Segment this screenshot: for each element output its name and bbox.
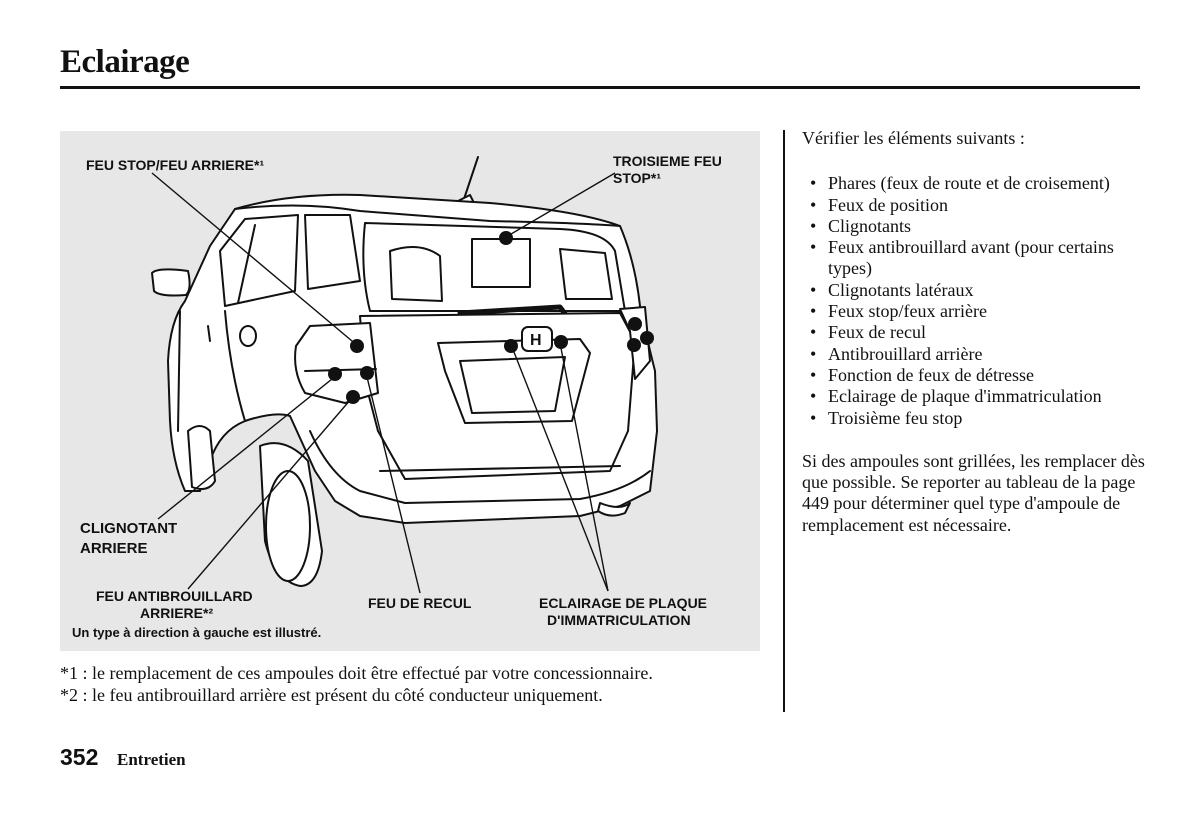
checklist-column: Vérifier les éléments suivants : Phares … bbox=[802, 128, 1152, 536]
leader-plaque-a bbox=[511, 346, 609, 592]
list-item: Feux antibrouillard avant (pour certains… bbox=[810, 237, 1152, 280]
callout-troisieme-feu-l1: TROISIEME FEU bbox=[613, 153, 722, 169]
footnote-2: *2 : le feu antibrouillard arrière est p… bbox=[60, 685, 603, 705]
leader-troisieme-feu bbox=[505, 172, 616, 238]
list-item: Clignotants latéraux bbox=[810, 280, 1152, 302]
marker-plaque-gauche bbox=[504, 339, 518, 353]
footnote-1: *1 : le remplacement de ces ampoules doi… bbox=[60, 663, 653, 683]
page-number: 352 bbox=[60, 744, 99, 770]
leader-clignotant bbox=[157, 378, 333, 520]
page-title: Eclairage bbox=[60, 44, 190, 80]
checklist-intro: Vérifier les éléments suivants : bbox=[802, 128, 1025, 148]
callout-recul: FEU DE RECUL bbox=[368, 595, 472, 611]
figure-caption: Un type à direction à gauche est illustr… bbox=[72, 625, 322, 640]
marker-feu-droit-haut bbox=[628, 317, 642, 331]
callout-clignotant-l2: ARRIERE bbox=[80, 540, 148, 557]
marker-feu-stop bbox=[350, 339, 364, 353]
marker-antibrouillard bbox=[346, 390, 360, 404]
list-item: Phares (feux de route et de croisement) bbox=[810, 173, 1152, 195]
marker-recul bbox=[360, 366, 374, 380]
leader-lines bbox=[151, 172, 616, 594]
list-item: Feux de position bbox=[810, 195, 1152, 217]
title-rule bbox=[60, 86, 1140, 89]
list-item: Antibrouillard arrière bbox=[810, 344, 1152, 366]
marker-feu-droit-milieu bbox=[640, 331, 654, 345]
footnotes: *1 : le remplacement de ces ampoules doi… bbox=[60, 662, 780, 706]
callout-plaque-l2: D'IMMATRICULATION bbox=[547, 612, 691, 628]
car-rear-illustration: H bbox=[151, 156, 658, 594]
list-item: Eclairage de plaque d'immatriculation bbox=[810, 386, 1152, 408]
callout-clignotant-l1: CLIGNOTANT bbox=[80, 520, 178, 537]
antenna bbox=[463, 156, 479, 200]
callout-antibrouillard-l2: ARRIERE*² bbox=[140, 605, 214, 621]
car-lighting-figure: H bbox=[60, 131, 760, 651]
leader-antibrouillard bbox=[187, 398, 352, 590]
section-name: Entretien bbox=[117, 750, 186, 769]
callout-troisieme-feu-l2: STOP*¹ bbox=[613, 170, 661, 186]
list-item: Fonction de feux de détresse bbox=[810, 365, 1152, 387]
marker-plaque-droite bbox=[554, 335, 568, 349]
checklist: Phares (feux de route et de croisement) … bbox=[802, 173, 1152, 429]
list-item: Feux stop/feux arrière bbox=[810, 301, 1152, 323]
leader-recul bbox=[365, 372, 421, 594]
svg-text:H: H bbox=[530, 332, 542, 349]
callout-plaque-l1: ECLAIRAGE DE PLAQUE bbox=[539, 595, 708, 611]
leader-plaque-b bbox=[559, 342, 609, 592]
column-divider bbox=[783, 130, 785, 712]
marker-clignotant bbox=[328, 367, 342, 381]
marker-feu-droit-bas bbox=[627, 338, 641, 352]
marker-troisieme-feu bbox=[499, 231, 513, 245]
callout-antibrouillard-l1: FEU ANTIBROUILLARD bbox=[96, 588, 253, 604]
replacement-note: Si des ampoules sont grillées, les rempl… bbox=[802, 450, 1145, 535]
list-item: Troisième feu stop bbox=[810, 408, 1152, 430]
list-item: Clignotants bbox=[810, 216, 1152, 238]
callout-feu-stop: FEU STOP/FEU ARRIERE*¹ bbox=[86, 157, 265, 173]
leader-feu-stop bbox=[151, 172, 353, 342]
lamp-markers bbox=[328, 231, 654, 404]
list-item: Feux de recul bbox=[810, 322, 1152, 344]
